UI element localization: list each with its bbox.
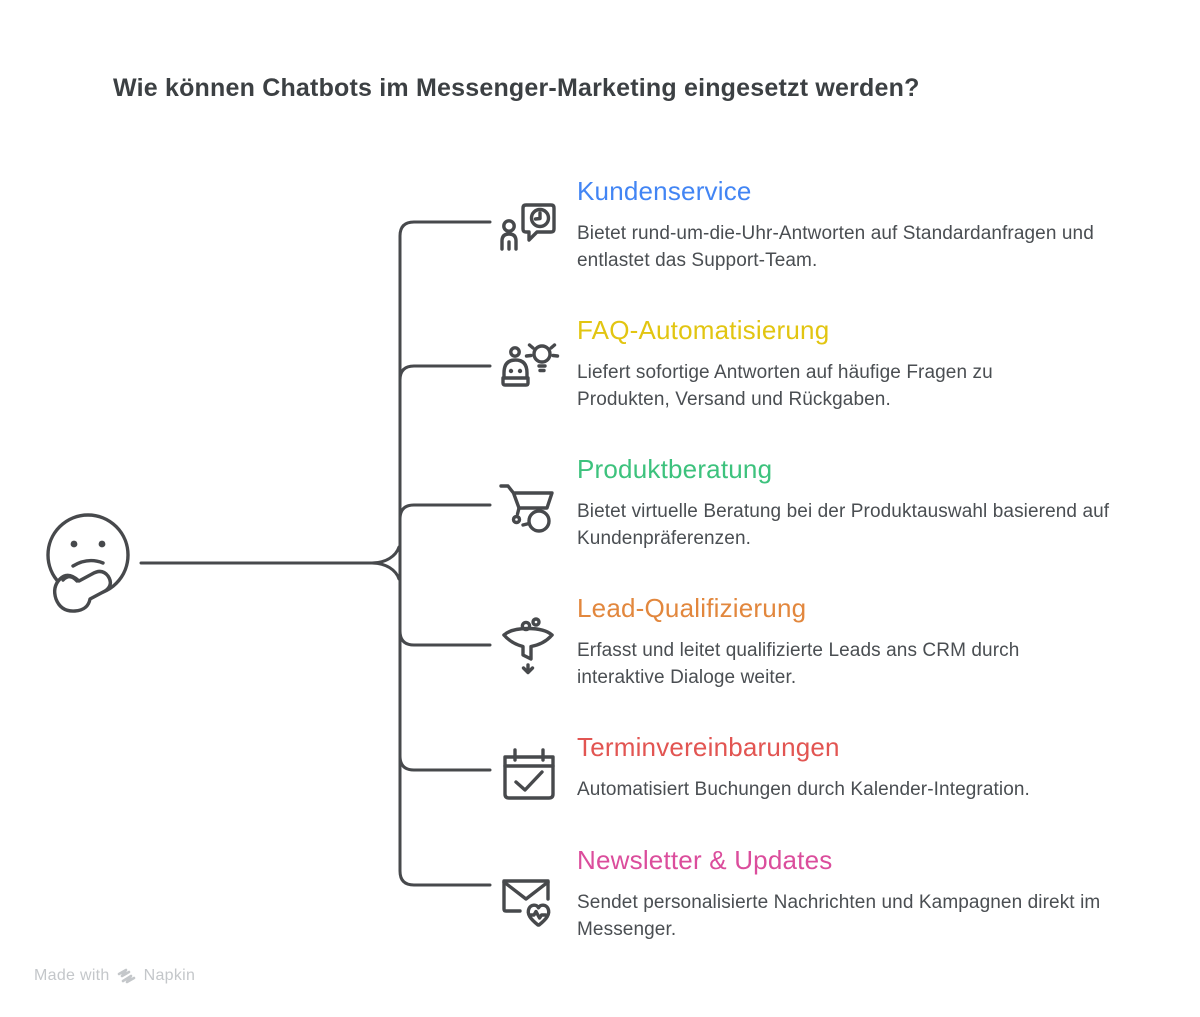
robot-idea-bulb-icon: [498, 337, 560, 399]
thinking-face-icon: [46, 513, 130, 613]
cart-search-icon: [498, 476, 560, 538]
footer-brand-label: Napkin: [143, 967, 196, 984]
funnel-icon: [498, 617, 560, 679]
item-description: Erfasst und leitet qualifizierte Leads a…: [577, 640, 1020, 688]
item-title: Produktberatung: [577, 454, 773, 484]
item-title: Kundenservice: [577, 176, 752, 206]
item-description: Bietet virtuelle Beratung bei der Produk…: [577, 501, 1110, 549]
page-title: Wie können Chatbots im Messenger-Marketi…: [113, 74, 920, 102]
item-description: Automatisiert Buchungen durch Kalender-I…: [577, 779, 1030, 800]
napkin-logo-icon: [117, 968, 135, 984]
item-title: Lead-Qualifizierung: [577, 593, 807, 623]
item-description: Sendet personalisierte Nachrichten und K…: [577, 892, 1101, 940]
item-title: Newsletter & Updates: [577, 845, 833, 875]
item-title: Terminvereinbarungen: [577, 732, 840, 762]
calendar-check-icon: [498, 744, 560, 806]
envelope-heart-icon: [498, 869, 560, 931]
item-description: Bietet rund-um-die-Uhr-Antworten auf Sta…: [577, 223, 1094, 271]
person-chat-clock-icon: [498, 196, 560, 258]
footer-made-with-label: Made with: [34, 967, 110, 984]
item-title: FAQ-Automatisierung: [577, 315, 830, 345]
footer-credit: Made with Napkin: [34, 967, 195, 985]
item-description: Liefert sofortige Antworten auf häufige …: [577, 362, 993, 410]
